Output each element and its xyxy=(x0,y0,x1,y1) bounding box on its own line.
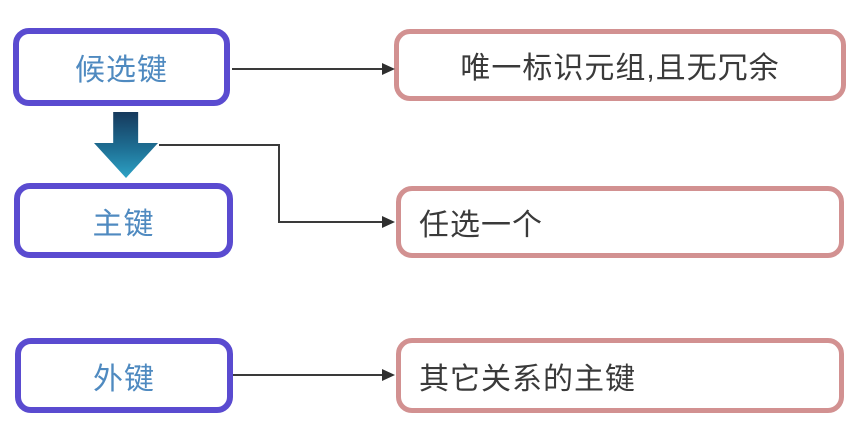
block-arrow-down-icon xyxy=(94,112,158,178)
connector-line xyxy=(232,68,382,70)
node-candidate-key-label: 候选键 xyxy=(75,54,168,87)
node-foreign-key-label: 外键 xyxy=(93,362,155,396)
connector-line xyxy=(233,374,382,376)
node-primary-key-desc: 任选一个 xyxy=(396,186,844,258)
connector-line xyxy=(278,144,280,223)
node-primary-key: 主键 xyxy=(14,183,233,258)
node-candidate-key-desc: 唯一标识元组,且无冗余 xyxy=(394,29,846,101)
arrowhead-right-icon xyxy=(382,63,395,75)
connector-line xyxy=(278,221,382,223)
node-primary-key-label: 主键 xyxy=(92,207,155,241)
arrowhead-right-icon xyxy=(382,369,395,381)
node-candidate-key: 候选键 xyxy=(13,28,230,106)
node-foreign-key: 外键 xyxy=(15,338,233,413)
node-foreign-key-desc-label: 其它关系的主键 xyxy=(419,362,636,396)
connector-line xyxy=(159,144,280,146)
node-foreign-key-desc: 其它关系的主键 xyxy=(396,338,844,413)
node-candidate-key-desc-label: 唯一标识元组,且无冗余 xyxy=(460,52,780,85)
arrowhead-right-icon xyxy=(382,216,395,228)
node-primary-key-desc-label: 任选一个 xyxy=(419,209,543,242)
